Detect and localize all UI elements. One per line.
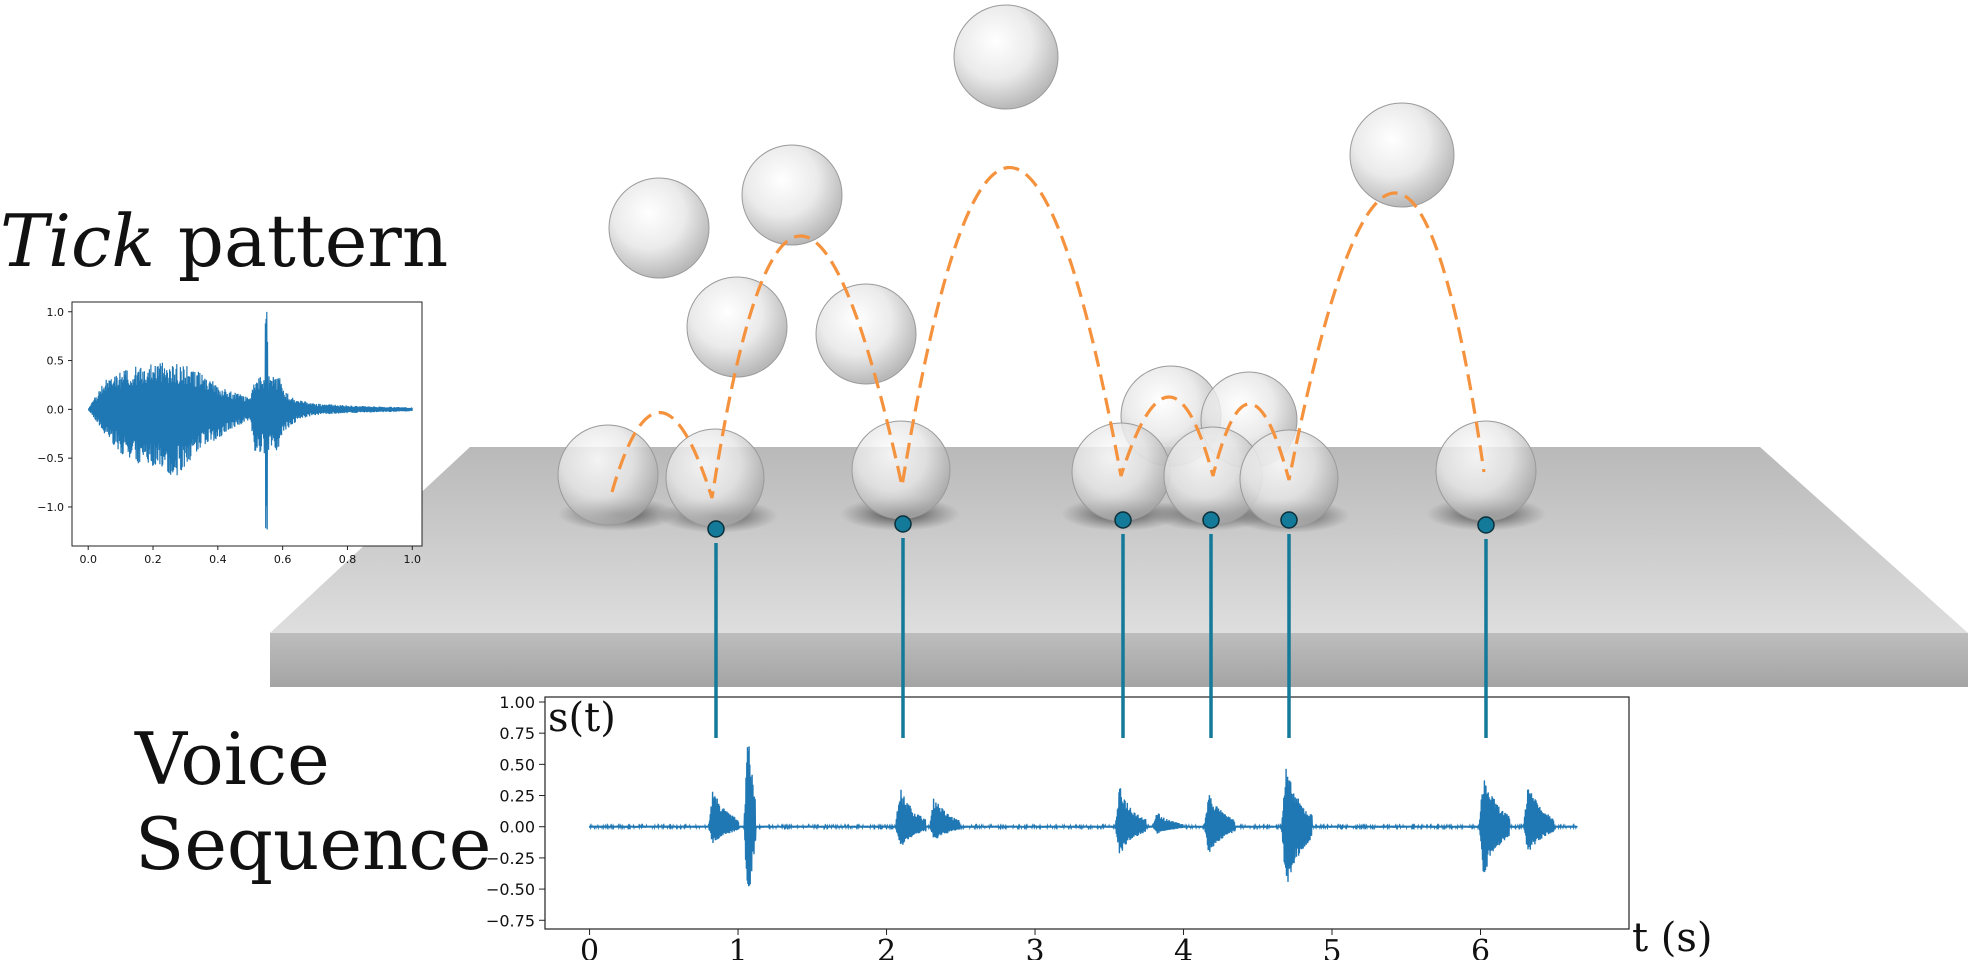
voice-y-tick-label: 1.00 (499, 693, 535, 712)
voice-y-ticks: 1.00 0.75 0.50 0.25 0.00 −0.25 −0.50 −0.75 (486, 693, 545, 930)
voice-y-tick-label: 0.75 (499, 724, 535, 743)
impact-marker (1477, 516, 1495, 534)
spheres (557, 4, 1537, 529)
tick-y-tick-label: −0.5 (37, 452, 64, 465)
sphere (953, 4, 1059, 110)
tick-x-tick-label: 0.6 (274, 553, 292, 566)
tick-x-tick-label: 0.0 (79, 553, 97, 566)
tick-y-tick-label: 0.0 (47, 403, 65, 416)
tick-pattern-title: Tick pattern (0, 205, 448, 277)
sphere (686, 276, 788, 378)
time-axis-label: t (s) (1632, 915, 1713, 961)
tick-y-ticks: 1.0 0.5 0.0 −0.5 −1.0 (37, 306, 72, 514)
tick-pattern-plot: 1.0 0.5 0.0 −0.5 −1.0 0.0 0.2 0.4 0.6 0.8 1.0 (37, 301, 423, 566)
tick-waveform (87, 311, 413, 530)
pattern-word: pattern (155, 199, 449, 283)
voice-y-tick-label: 0.25 (499, 787, 535, 806)
tick-word: Tick (0, 199, 156, 283)
sphere (608, 177, 710, 279)
sphere (1349, 102, 1455, 208)
voice-y-tick-label: −0.75 (486, 911, 535, 930)
voice-x-tick-label: 6 (1471, 934, 1490, 960)
sphere (557, 424, 659, 526)
tick-x-tick-label: 0.8 (339, 553, 357, 566)
tick-x-tick-label: 0.2 (144, 553, 162, 566)
tick-x-tick-label: 1.0 (404, 553, 422, 566)
impact-markers (707, 511, 1495, 538)
sphere (815, 283, 917, 385)
voice-y-tick-label: −0.50 (486, 880, 535, 899)
tick-x-tick-label: 0.4 (209, 553, 227, 566)
voice-y-tick-label: −0.25 (486, 849, 535, 868)
floor-front (270, 633, 1968, 687)
sphere (851, 420, 951, 520)
voice-x-tick-label: 5 (1322, 934, 1341, 960)
impact-marker (707, 520, 725, 538)
impact-marker (1202, 511, 1220, 529)
voice-x-tick-label: 2 (877, 934, 896, 960)
bounce-trajectory (610, 166, 1486, 499)
signal-axis-label: s(t) (548, 695, 616, 741)
voice-waveform (588, 746, 1578, 887)
impact-marker (1280, 511, 1298, 529)
voice-y-tick-label: 0.00 (499, 818, 535, 837)
voice-x-tick-label: 1 (728, 934, 747, 960)
sphere (1435, 420, 1537, 522)
voice-x-ticks: 0 1 2 3 4 5 6 (580, 929, 1490, 960)
voice-y-tick-label: 0.50 (499, 755, 535, 774)
voice-plot-frame (544, 696, 1630, 930)
tick-x-ticks: 0.0 0.2 0.4 0.6 0.8 1.0 (79, 546, 421, 566)
tick-y-tick-label: −1.0 (37, 501, 64, 514)
voice-x-tick-label: 4 (1174, 934, 1193, 960)
sphere (741, 144, 843, 246)
impact-marker (1114, 511, 1132, 529)
impact-connector-lines (714, 534, 1488, 738)
voice-title-line1: Voice (135, 717, 330, 801)
voice-x-tick-label: 0 (580, 934, 599, 960)
voice-x-tick-label: 3 (1025, 934, 1044, 960)
voice-title-line2: Sequence (135, 802, 492, 886)
impact-marker (894, 515, 912, 533)
tick-y-tick-label: 1.0 (47, 306, 65, 319)
voice-sequence-plot: 1.00 0.75 0.50 0.25 0.00 −0.25 −0.50 −0.75 0 1 2 3… (486, 693, 1630, 960)
tick-y-tick-label: 0.5 (47, 355, 65, 368)
